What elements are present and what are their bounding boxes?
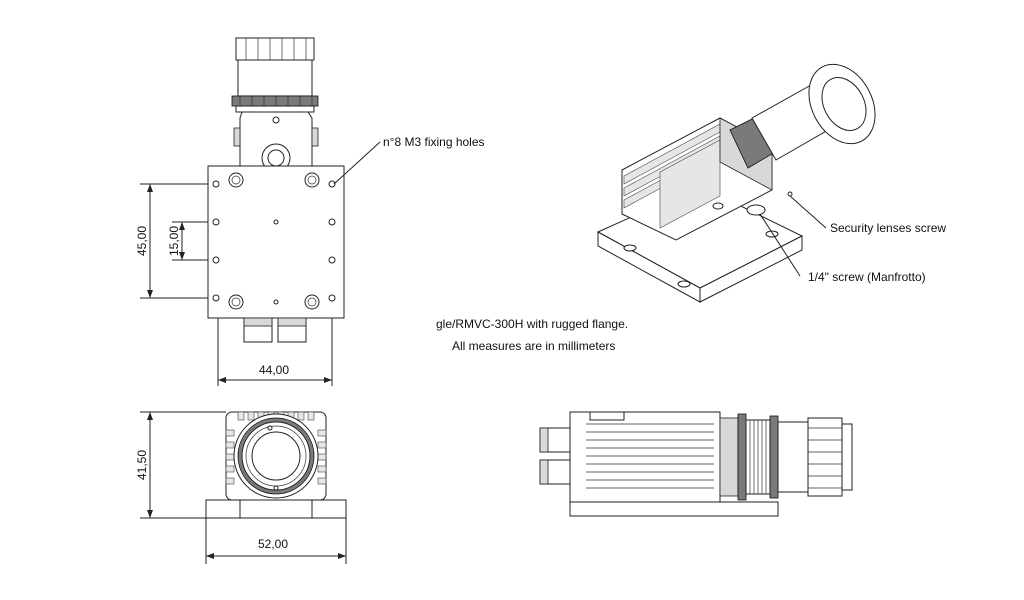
fixing-hole [328, 256, 336, 264]
fixing-hole [328, 180, 336, 188]
fixing-hole [328, 218, 336, 226]
fixing-hole [212, 256, 220, 264]
top-view [140, 37, 381, 386]
side-flange [569, 501, 779, 517]
side-view [539, 411, 853, 517]
fixing-hole [212, 218, 220, 226]
side-lens-barrel [777, 421, 809, 493]
fixing-hole [212, 294, 220, 302]
dim-hole-spacing: 15,00 [167, 226, 181, 256]
label-manfrotto-screw: 1/4" screw (Manfrotto) [808, 270, 926, 284]
top-dimensions [140, 183, 333, 386]
top-manfrotto-hole [267, 149, 285, 167]
security-screw-leader [789, 195, 827, 229]
iso-lens-glass [821, 77, 867, 131]
top-flange-plate [207, 165, 345, 319]
dim-top-width: 44,00 [259, 363, 289, 377]
label-security-screw: Security lenses screw [830, 221, 946, 235]
front-fins [225, 411, 327, 485]
side-lens-ring-1 [737, 413, 747, 501]
side-lens-tip [841, 423, 853, 491]
top-lens-flange [235, 105, 315, 113]
side-lens-mount [719, 417, 739, 497]
fixing-hole-large [228, 294, 244, 310]
side-lens-knurl [808, 427, 842, 489]
top-side-clip-left [233, 127, 241, 147]
top-lens-knurl [245, 38, 307, 60]
manfrotto-screw-leader [759, 213, 801, 277]
front-flange-left [205, 499, 241, 519]
dim-top-height: 45,00 [135, 226, 149, 256]
side-lens-front [807, 417, 843, 497]
label-model: gle/RMVC-300H with rugged flange. [436, 317, 628, 331]
fixing-hole [212, 180, 220, 188]
center-mark [273, 299, 279, 305]
side-fins [586, 423, 714, 489]
top-lens-ring-teeth [239, 96, 313, 106]
top-side-clip-right [311, 127, 319, 147]
front-lens-glass [251, 431, 301, 481]
iso-fins [623, 123, 721, 229]
iso-holes [623, 191, 793, 288]
top-lens-cap [235, 37, 315, 61]
label-units: All measures are in millimeters [452, 339, 615, 353]
side-top-tab [589, 411, 625, 421]
fixing-hole-large [228, 172, 244, 188]
front-flange-right [311, 499, 347, 519]
front-view [140, 411, 347, 564]
front-dimensions [140, 411, 347, 564]
side-lens-threads [749, 420, 767, 494]
top-fixing-holes [212, 172, 336, 310]
fixing-hole-large [304, 294, 320, 310]
isometric-view [596, 63, 876, 303]
top-small-screw [272, 116, 280, 124]
top-lens-barrel [237, 59, 313, 97]
fixing-holes-leader [333, 141, 381, 185]
iso-manfrotto-hole [746, 204, 766, 216]
center-mark [273, 219, 279, 225]
side-lens-ring-2 [769, 415, 779, 499]
dim-front-width: 52,00 [258, 537, 288, 551]
top-lens-ring [231, 95, 319, 107]
label-fixing-holes: n°8 M3 fixing holes [383, 135, 485, 149]
fixing-hole [328, 294, 336, 302]
fixing-hole-large [304, 172, 320, 188]
dim-front-height: 41,50 [135, 450, 149, 480]
side-housing [569, 411, 721, 503]
iso-base-right [699, 235, 803, 303]
